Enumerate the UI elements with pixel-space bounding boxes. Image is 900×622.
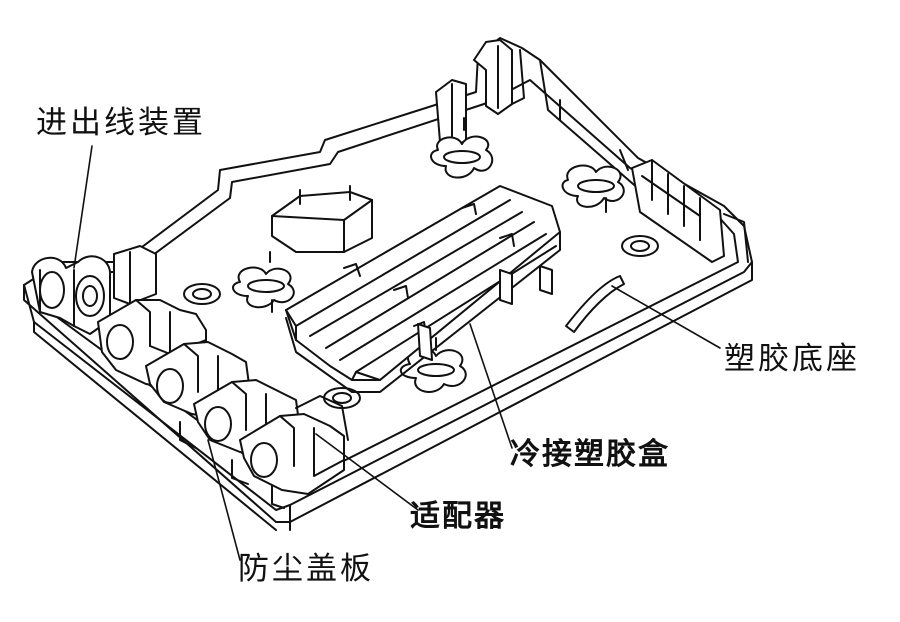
leader-lines	[73, 145, 721, 561]
cable-clamp-block	[271, 185, 373, 253]
label-adapter: 适配器	[410, 499, 506, 534]
cold-splice-box	[285, 185, 625, 393]
leader-plastic-base	[611, 285, 721, 349]
mounting-bosses	[232, 117, 625, 393]
leader-adapter	[315, 433, 419, 511]
right-bracket	[631, 159, 749, 263]
label-plastic-base: 塑胶底座	[724, 341, 860, 377]
leader-dust-cover	[207, 439, 241, 561]
adapters-and-dust-covers	[97, 299, 349, 509]
leader-cold-splice-box	[469, 323, 513, 449]
leader-cable-entry	[73, 145, 93, 269]
label-cable-entry-device: 进出线装置	[36, 105, 206, 141]
label-dust-cover: 防尘盖板	[238, 551, 374, 587]
label-cold-splice-plastic-box: 冷接塑胶盒	[510, 437, 670, 472]
